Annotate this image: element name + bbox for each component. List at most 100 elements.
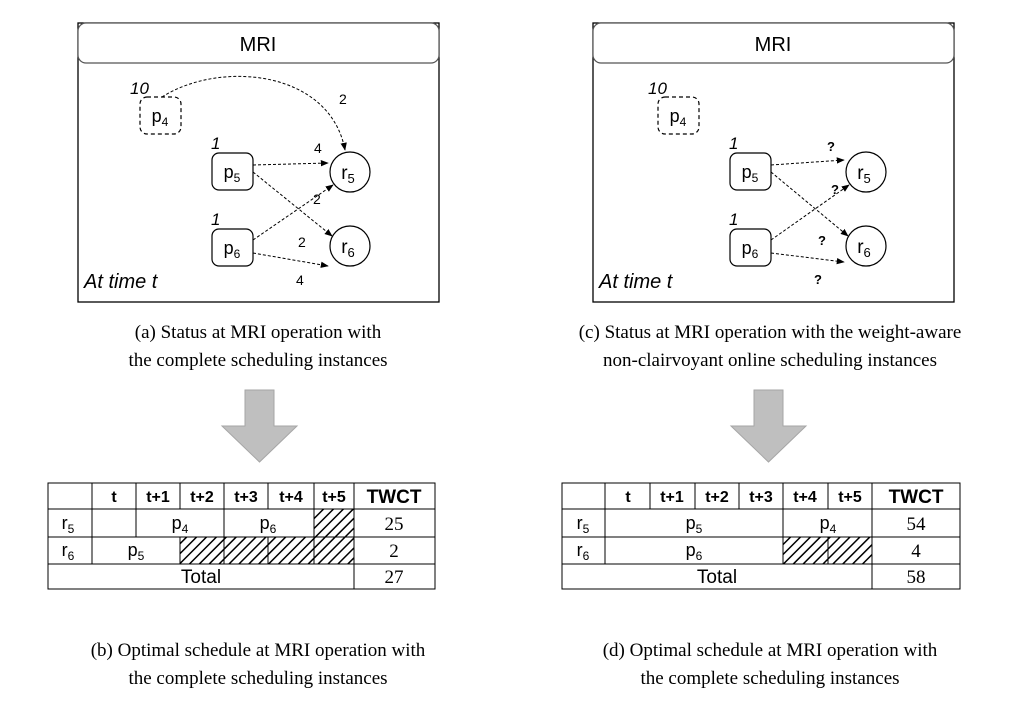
p4-label: p4 <box>152 106 169 129</box>
c-edge-label-p5-r5: ? <box>827 139 835 154</box>
c-r5-node <box>845 151 887 193</box>
panel-a-time-label: At time t <box>83 271 159 293</box>
panel-a-title-bar <box>77 22 440 64</box>
table-b-hatch-r6-t5 <box>314 537 354 564</box>
table-b-r5-twct: 25 <box>385 514 404 535</box>
table-d-row-r5-label: r5 <box>577 513 590 536</box>
table-b-r5-seg-p6: p6 <box>260 513 277 536</box>
down-arrow-right <box>729 389 808 463</box>
table-d-row-r6-label: r6 <box>577 540 590 563</box>
table-d-col-t1: t+1 <box>660 489 684 506</box>
caption-d-line2: the complete scheduling instances <box>640 668 899 689</box>
r6-node <box>329 225 371 267</box>
c-edge-p6-r5 <box>770 184 850 241</box>
panel-c-time-label: At time t <box>598 271 674 293</box>
table-b: t t+1 t+2 t+3 t+4 t+5 TWCT r5 p4 p6 25 r… <box>47 482 436 590</box>
table-b-col-t: t <box>111 489 117 506</box>
table-b-col-t3: t+3 <box>234 489 258 506</box>
table-d-hatch-r6-t5 <box>828 537 872 564</box>
table-b-r6-twct: 2 <box>389 541 399 562</box>
p5-node <box>211 152 254 191</box>
c-edge-p6-r6 <box>770 252 845 265</box>
table-b-hatch-r6-t2 <box>180 537 224 564</box>
table-b-hatch-r5-t5 <box>314 509 354 537</box>
table-d-r5-seg-p5: p5 <box>686 513 703 536</box>
table-d-r5-twct: 54 <box>907 514 927 535</box>
caption-c-line2: non-clairvoyant online scheduling instan… <box>603 350 937 371</box>
r5-label: r5 <box>341 163 355 186</box>
p6-node <box>211 228 254 267</box>
p6-weight: 1 <box>211 210 220 229</box>
p5-weight: 1 <box>211 134 220 153</box>
table-b-col-t5: t+5 <box>322 489 346 506</box>
panel-c-title-bar <box>592 22 955 64</box>
edge-label-p5-r5: 4 <box>314 140 322 156</box>
caption-b-line2: the complete scheduling instances <box>128 668 387 689</box>
table-d: t t+1 t+2 t+3 t+4 t+5 TWCT r5 p5 p4 54 r… <box>561 482 961 590</box>
table-b-hatch-r6-t3 <box>224 537 268 564</box>
edge-label-p4-r5: 2 <box>339 91 347 107</box>
c-p5-weight: 1 <box>729 134 738 153</box>
table-b-total-label: Total <box>181 567 221 588</box>
edge-p4-r5 <box>161 75 347 151</box>
c-p6-node <box>729 228 772 267</box>
table-b-hatch-r6-t4 <box>268 537 314 564</box>
caption-b-line1: (b) Optimal schedule at MRI operation wi… <box>91 640 426 661</box>
edge-label-p6-r6: 4 <box>296 272 304 288</box>
table-d-col-t2: t+2 <box>705 489 729 506</box>
table-b-col-t1: t+1 <box>146 489 170 506</box>
table-d-hatch-r6-t4 <box>783 537 828 564</box>
caption-c-line1: (c) Status at MRI operation with the wei… <box>579 322 962 343</box>
edge-label-p6-r5: 2 <box>313 191 321 207</box>
edge-p5-r5 <box>252 159 329 167</box>
r6-label: r6 <box>341 237 355 260</box>
table-b-row-r5-label: r5 <box>62 513 75 536</box>
c-p4-label: p4 <box>670 106 687 129</box>
table-d-total-value: 58 <box>907 567 926 588</box>
table-b-row-r6-label: r6 <box>62 540 75 563</box>
table-b-col-twct: TWCT <box>367 487 422 508</box>
edge-p5-r6 <box>252 171 333 237</box>
c-r5-label: r5 <box>857 163 871 186</box>
table-b-total-value: 27 <box>385 567 404 588</box>
caption-d-line1: (d) Optimal schedule at MRI operation wi… <box>603 640 938 661</box>
table-b-r5-seg-p4: p4 <box>172 513 189 536</box>
edge-p6-r6 <box>252 252 329 268</box>
c-r6-label: r6 <box>857 237 871 260</box>
table-d-r6-seg-p6: p6 <box>686 540 703 563</box>
c-p4-weight: 10 <box>648 79 667 98</box>
p4-node <box>139 96 182 135</box>
table-d-col-t3: t+3 <box>749 489 773 506</box>
table-d-r6-twct: 4 <box>911 541 921 562</box>
c-edge-label-p6-r6: ? <box>814 272 822 287</box>
caption-a-line2: the complete scheduling instances <box>128 350 387 371</box>
c-edge-label-p5-r6: ? <box>818 233 826 248</box>
c-r6-node <box>845 225 887 267</box>
table-d-col-t: t <box>625 489 631 506</box>
p5-label: p5 <box>224 162 241 185</box>
c-edge-p5-r6 <box>770 171 849 237</box>
c-p4-node <box>657 96 700 135</box>
c-p6-weight: 1 <box>729 210 738 229</box>
table-d-col-t5: t+5 <box>838 489 862 506</box>
panel-a-window: MRI 10 p4 1 p5 1 p6 r5 r6 2 4 2 2 4 At t… <box>77 22 440 303</box>
table-d-r5-seg-p4: p4 <box>820 513 837 536</box>
table-b-r6-seg-p5: p5 <box>128 540 145 563</box>
c-edge-p5-r5 <box>770 157 845 166</box>
p4-weight: 10 <box>130 79 149 98</box>
edge-label-p5-r6: 2 <box>298 234 306 250</box>
table-b-col-t4: t+4 <box>279 489 303 506</box>
down-arrow-left <box>220 389 299 463</box>
r5-node <box>329 151 371 193</box>
table-d-total-label: Total <box>697 567 737 588</box>
p6-label: p6 <box>224 238 241 261</box>
c-p6-label: p6 <box>742 238 759 261</box>
c-p5-label: p5 <box>742 162 759 185</box>
panel-a-title: MRI <box>240 34 277 56</box>
panel-c-title: MRI <box>755 34 792 56</box>
panel-c-window: MRI 10 p4 1 p5 1 p6 r5 r6 ? ? ? ? At tim… <box>592 22 955 303</box>
c-edge-label-p6-r5: ? <box>831 182 839 197</box>
table-d-col-twct: TWCT <box>889 487 944 508</box>
edge-p6-r5 <box>252 184 334 241</box>
